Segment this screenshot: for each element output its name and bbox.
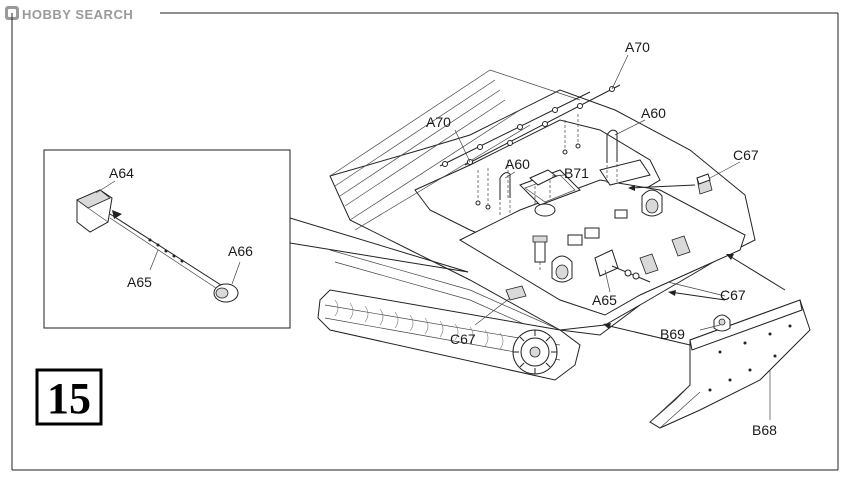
watermark: HOBBY SEARCH bbox=[5, 6, 133, 22]
label-a65-inset: A65 bbox=[127, 274, 152, 290]
part-a66 bbox=[213, 283, 239, 303]
label-b68: B68 bbox=[752, 422, 777, 438]
part-c67-right bbox=[639, 235, 691, 275]
label-a60-left: A60 bbox=[505, 156, 530, 172]
part-a65-inset bbox=[109, 210, 236, 299]
part-b68-rear-plate bbox=[649, 299, 811, 429]
label-b71: B71 bbox=[564, 165, 589, 181]
part-c67-top bbox=[696, 173, 713, 195]
label-a70-left: A70 bbox=[426, 114, 451, 130]
watermark-text: HOBBY SEARCH bbox=[22, 7, 133, 22]
part-a64 bbox=[76, 189, 113, 233]
rear-deck-fittings bbox=[551, 189, 663, 283]
label-a60-right: A60 bbox=[641, 105, 666, 121]
step-number-box: 15 bbox=[35, 368, 103, 426]
inset-callout-lines bbox=[289, 217, 469, 273]
part-b69 bbox=[713, 314, 731, 332]
drive-sprocket bbox=[512, 329, 558, 375]
deck-lamp bbox=[532, 235, 548, 272]
label-a65: A65 bbox=[592, 292, 617, 308]
leader-lines bbox=[454, 54, 771, 420]
rail-mounting-pins bbox=[475, 114, 581, 210]
part-labels: A64 A65 A66 A70 A70 A60 A60 B71 C67 C67 … bbox=[109, 39, 777, 438]
label-a64: A64 bbox=[109, 165, 134, 181]
assembly-arrows bbox=[603, 184, 786, 346]
part-a60-right bbox=[606, 129, 618, 183]
step-number: 15 bbox=[47, 374, 91, 423]
label-c67-bottom: C67 bbox=[450, 331, 476, 347]
part-a65-hull bbox=[594, 249, 651, 283]
label-a66: A66 bbox=[228, 243, 253, 259]
label-c67-top: C67 bbox=[733, 147, 759, 163]
page-frame bbox=[11, 12, 839, 471]
part-a60-left bbox=[499, 172, 511, 216]
label-c67-right: C67 bbox=[720, 287, 746, 303]
part-a70-rail-lower bbox=[439, 91, 591, 167]
track-assembly bbox=[317, 289, 581, 381]
label-a70-top: A70 bbox=[625, 39, 650, 55]
part-c67-bottom bbox=[505, 285, 527, 301]
detail-inset bbox=[43, 149, 291, 329]
label-b69: B69 bbox=[660, 326, 685, 342]
